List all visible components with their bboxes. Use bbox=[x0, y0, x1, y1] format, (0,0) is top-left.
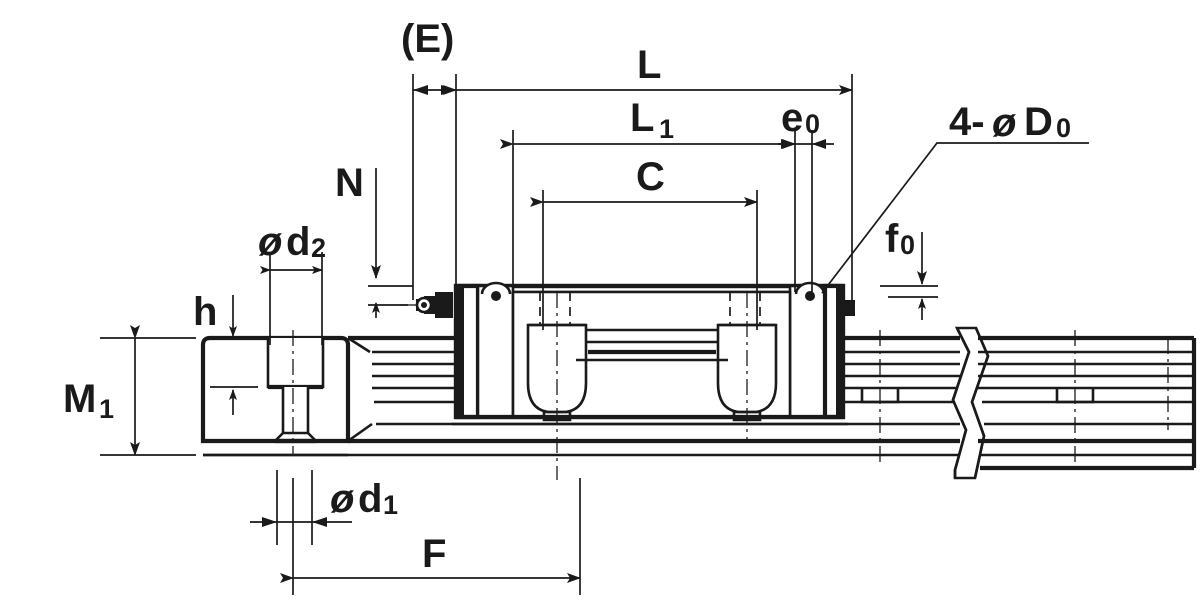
carriage-assembly bbox=[400, 281, 855, 480]
label-h: h bbox=[193, 290, 217, 334]
label-E: (E) bbox=[401, 17, 454, 61]
dimension-labels: (E) L L 1 C e 0 4- ø D 0 f 0 N ø d 2 h M… bbox=[63, 17, 1071, 576]
right-ball-shoe bbox=[716, 323, 778, 414]
dimension-h bbox=[208, 295, 258, 415]
dimension-e0 bbox=[778, 139, 834, 149]
rail-chamfer bbox=[347, 336, 373, 443]
label-L1: L bbox=[630, 96, 654, 140]
label-D0-subscript: 0 bbox=[1056, 113, 1071, 143]
label-d1: d bbox=[358, 477, 382, 521]
label-M1-subscript: 1 bbox=[99, 394, 114, 424]
carriage-right-endcap bbox=[788, 281, 855, 420]
label-d1-diameter-symbol: ø bbox=[330, 477, 354, 521]
carriage-inner-structure bbox=[511, 290, 792, 480]
label-N: N bbox=[335, 161, 364, 205]
rail-left-end-profile bbox=[200, 330, 351, 455]
dimension-d2 bbox=[260, 252, 323, 345]
label-d2-subscript: 2 bbox=[311, 233, 326, 263]
label-F: F bbox=[422, 532, 446, 576]
dimension-E bbox=[413, 85, 456, 95]
dimension-N bbox=[368, 168, 413, 318]
label-M1: M bbox=[63, 377, 96, 421]
label-D0-diameter-symbol: ø bbox=[992, 101, 1016, 145]
label-d2-diameter-symbol: ø bbox=[258, 220, 282, 264]
label-d1-subscript: 1 bbox=[383, 490, 398, 520]
carriage-left-endcap bbox=[453, 281, 515, 420]
dimension-F bbox=[280, 478, 581, 595]
dimension-f0 bbox=[880, 232, 938, 320]
label-d2: d bbox=[286, 220, 310, 264]
label-e0-subscript: 0 bbox=[805, 109, 820, 139]
dimension-d1 bbox=[250, 470, 352, 545]
rail-body-right bbox=[978, 330, 1197, 471]
label-D0-prefix: 4- bbox=[949, 100, 985, 144]
label-f0: f bbox=[885, 217, 899, 261]
label-f0-subscript: 0 bbox=[900, 230, 915, 260]
dimension-M1 bbox=[100, 325, 196, 456]
label-C: C bbox=[636, 155, 665, 199]
label-e0: e bbox=[781, 96, 803, 140]
rail-hole-mark-mid bbox=[860, 330, 900, 462]
left-ball-shoe bbox=[526, 323, 588, 414]
leader-D0 bbox=[821, 142, 1089, 294]
label-D0: D bbox=[1024, 100, 1053, 144]
grease-nipple bbox=[400, 292, 453, 318]
label-L1-subscript: 1 bbox=[659, 114, 674, 144]
extension-lines-top bbox=[412, 74, 853, 330]
label-L: L bbox=[637, 43, 661, 87]
